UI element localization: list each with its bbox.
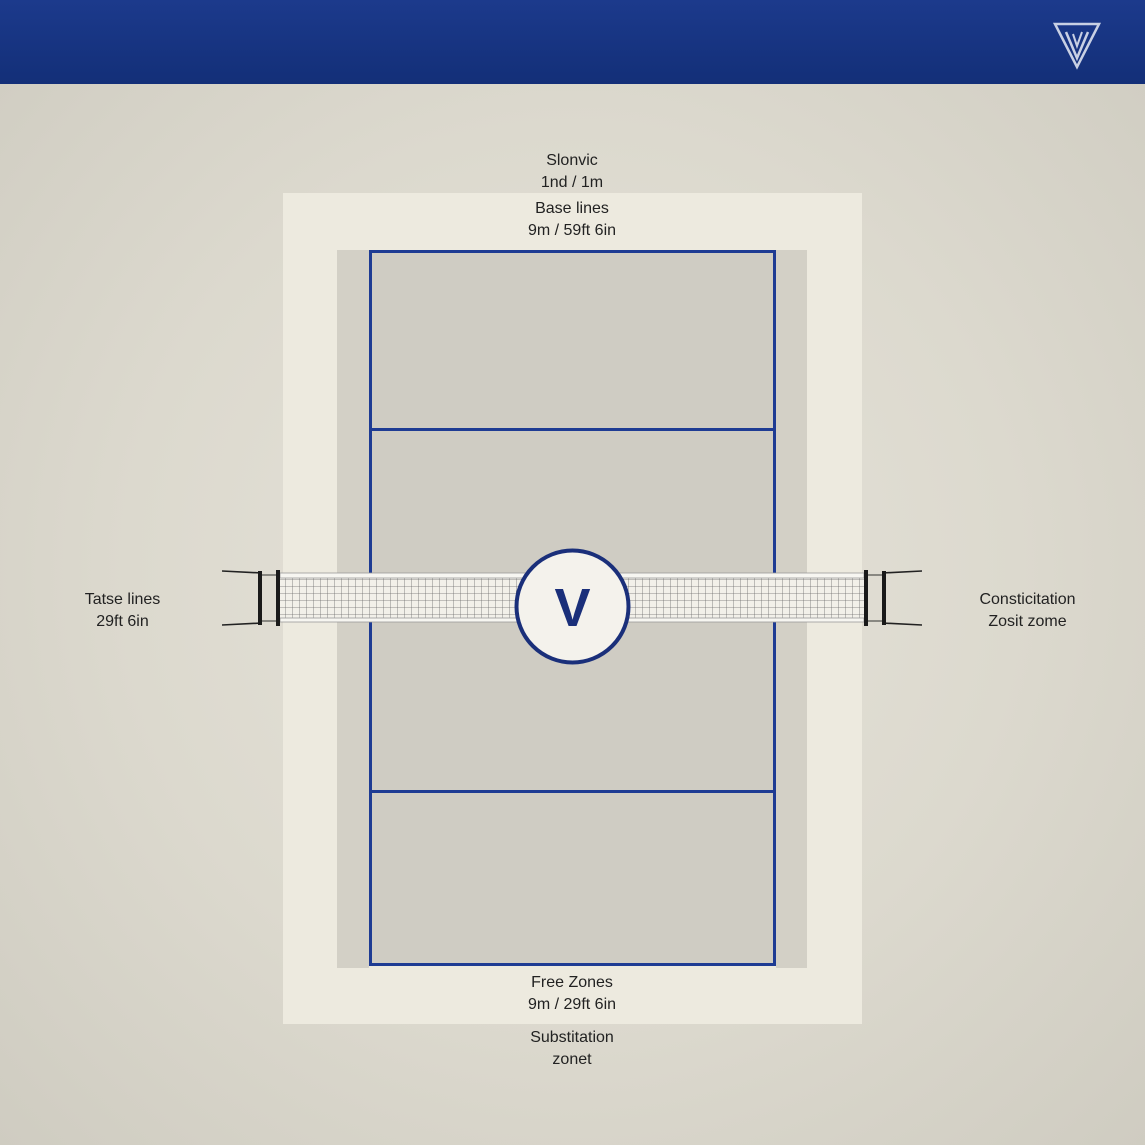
base-lines-label: Base lines 9m / 59ft 6in [472, 198, 672, 242]
top-dimension-label: Slonvic 1nd / 1m [472, 150, 672, 194]
free-zones-label: Free Zones 9m / 29ft 6in [472, 972, 672, 1016]
left-label-line-2: 29ft 6in [96, 613, 149, 630]
substitution-label-line-1: Substitation [530, 1029, 614, 1046]
bottom-attack-line [369, 790, 776, 793]
top-label-line-2: 1nd / 1m [540, 174, 604, 191]
free-zones-label-line-1: Free Zones [531, 974, 613, 991]
header-bar [0, 0, 1145, 84]
center-logo-letter: V [554, 578, 590, 638]
v-circle-logo-icon: V [514, 548, 631, 665]
v-shield-logo-icon [1052, 22, 1102, 70]
free-zones-label-line-2: 9m / 29ft 6in [527, 996, 617, 1013]
left-label-line-1: Tatse lines [84, 591, 161, 608]
right-label-line-2: Zosit zome [988, 613, 1067, 630]
right-zone-label: Consticitation Zosit zome [945, 589, 1110, 633]
top-attack-line [369, 428, 776, 431]
base-lines-label-line-2: 9m / 59ft 6in [527, 222, 617, 239]
top-label-line-1: Slonvic [546, 152, 598, 169]
base-lines-label-line-1: Base lines [535, 200, 609, 217]
left-dimension-label: Tatse lines 29ft 6in [50, 589, 195, 633]
substitution-zone-label: Substitation zonet [472, 1027, 672, 1071]
substitution-label-line-2: zonet [552, 1051, 592, 1068]
right-label-line-1: Consticitation [979, 591, 1076, 608]
